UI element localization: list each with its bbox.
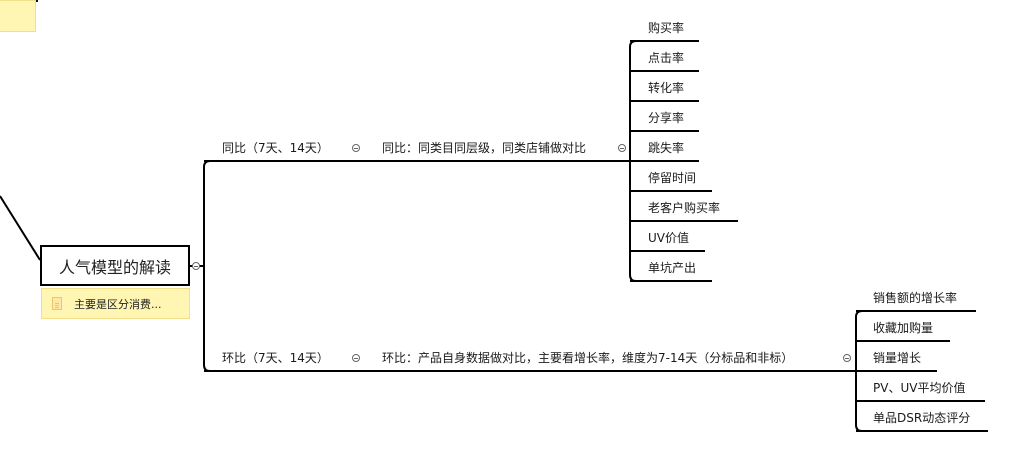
branch-yoy-detail[interactable]: 同比：同类目同层级，同类店铺做对比 [382,141,587,155]
list-item[interactable]: 单坑产出 [648,261,697,275]
collapse-minus-icon[interactable] [352,354,360,362]
list-item[interactable]: 单品DSR动态评分 [873,411,971,425]
collapse-minus-icon[interactable] [192,262,200,270]
list-item[interactable]: 分享率 [648,111,685,125]
list-item[interactable]: 停留时间 [648,171,697,185]
list-item[interactable]: UV价值 [648,231,689,245]
list-item[interactable]: 购买率 [648,21,685,35]
collapse-minus-icon[interactable] [618,144,626,152]
central-topic[interactable]: 人气模型的解读 [40,245,190,286]
list-item[interactable]: 销售额的增长率 [873,291,958,305]
list-item[interactable]: 转化率 [648,81,685,95]
central-topic-label: 人气模型的解读 [58,257,171,277]
list-item[interactable]: 老客户购买率 [648,201,721,215]
list-item[interactable]: 收藏加购量 [873,321,934,335]
list-item[interactable]: 点击率 [648,51,685,65]
branch-mom-detail[interactable]: 环比：产品自身数据做对比，主要看增长率，维度为7-14天（分标品和非标） [382,351,794,365]
parent-note[interactable] [0,0,36,32]
list-item[interactable]: 销量增长 [873,351,922,365]
topic-note[interactable]: 主要是区分消费... [41,288,190,319]
branch-mom[interactable]: 环比（7天、14天） [222,351,329,365]
note-document-icon [52,297,62,310]
list-item[interactable]: 跳失率 [648,141,685,155]
collapse-minus-icon[interactable] [843,354,851,362]
branch-yoy[interactable]: 同比（7天、14天） [222,141,329,155]
note-preview-text: 主要是区分消费... [74,297,162,311]
collapse-minus-icon[interactable] [352,144,360,152]
list-item[interactable]: PV、UV平均价值 [873,381,966,395]
